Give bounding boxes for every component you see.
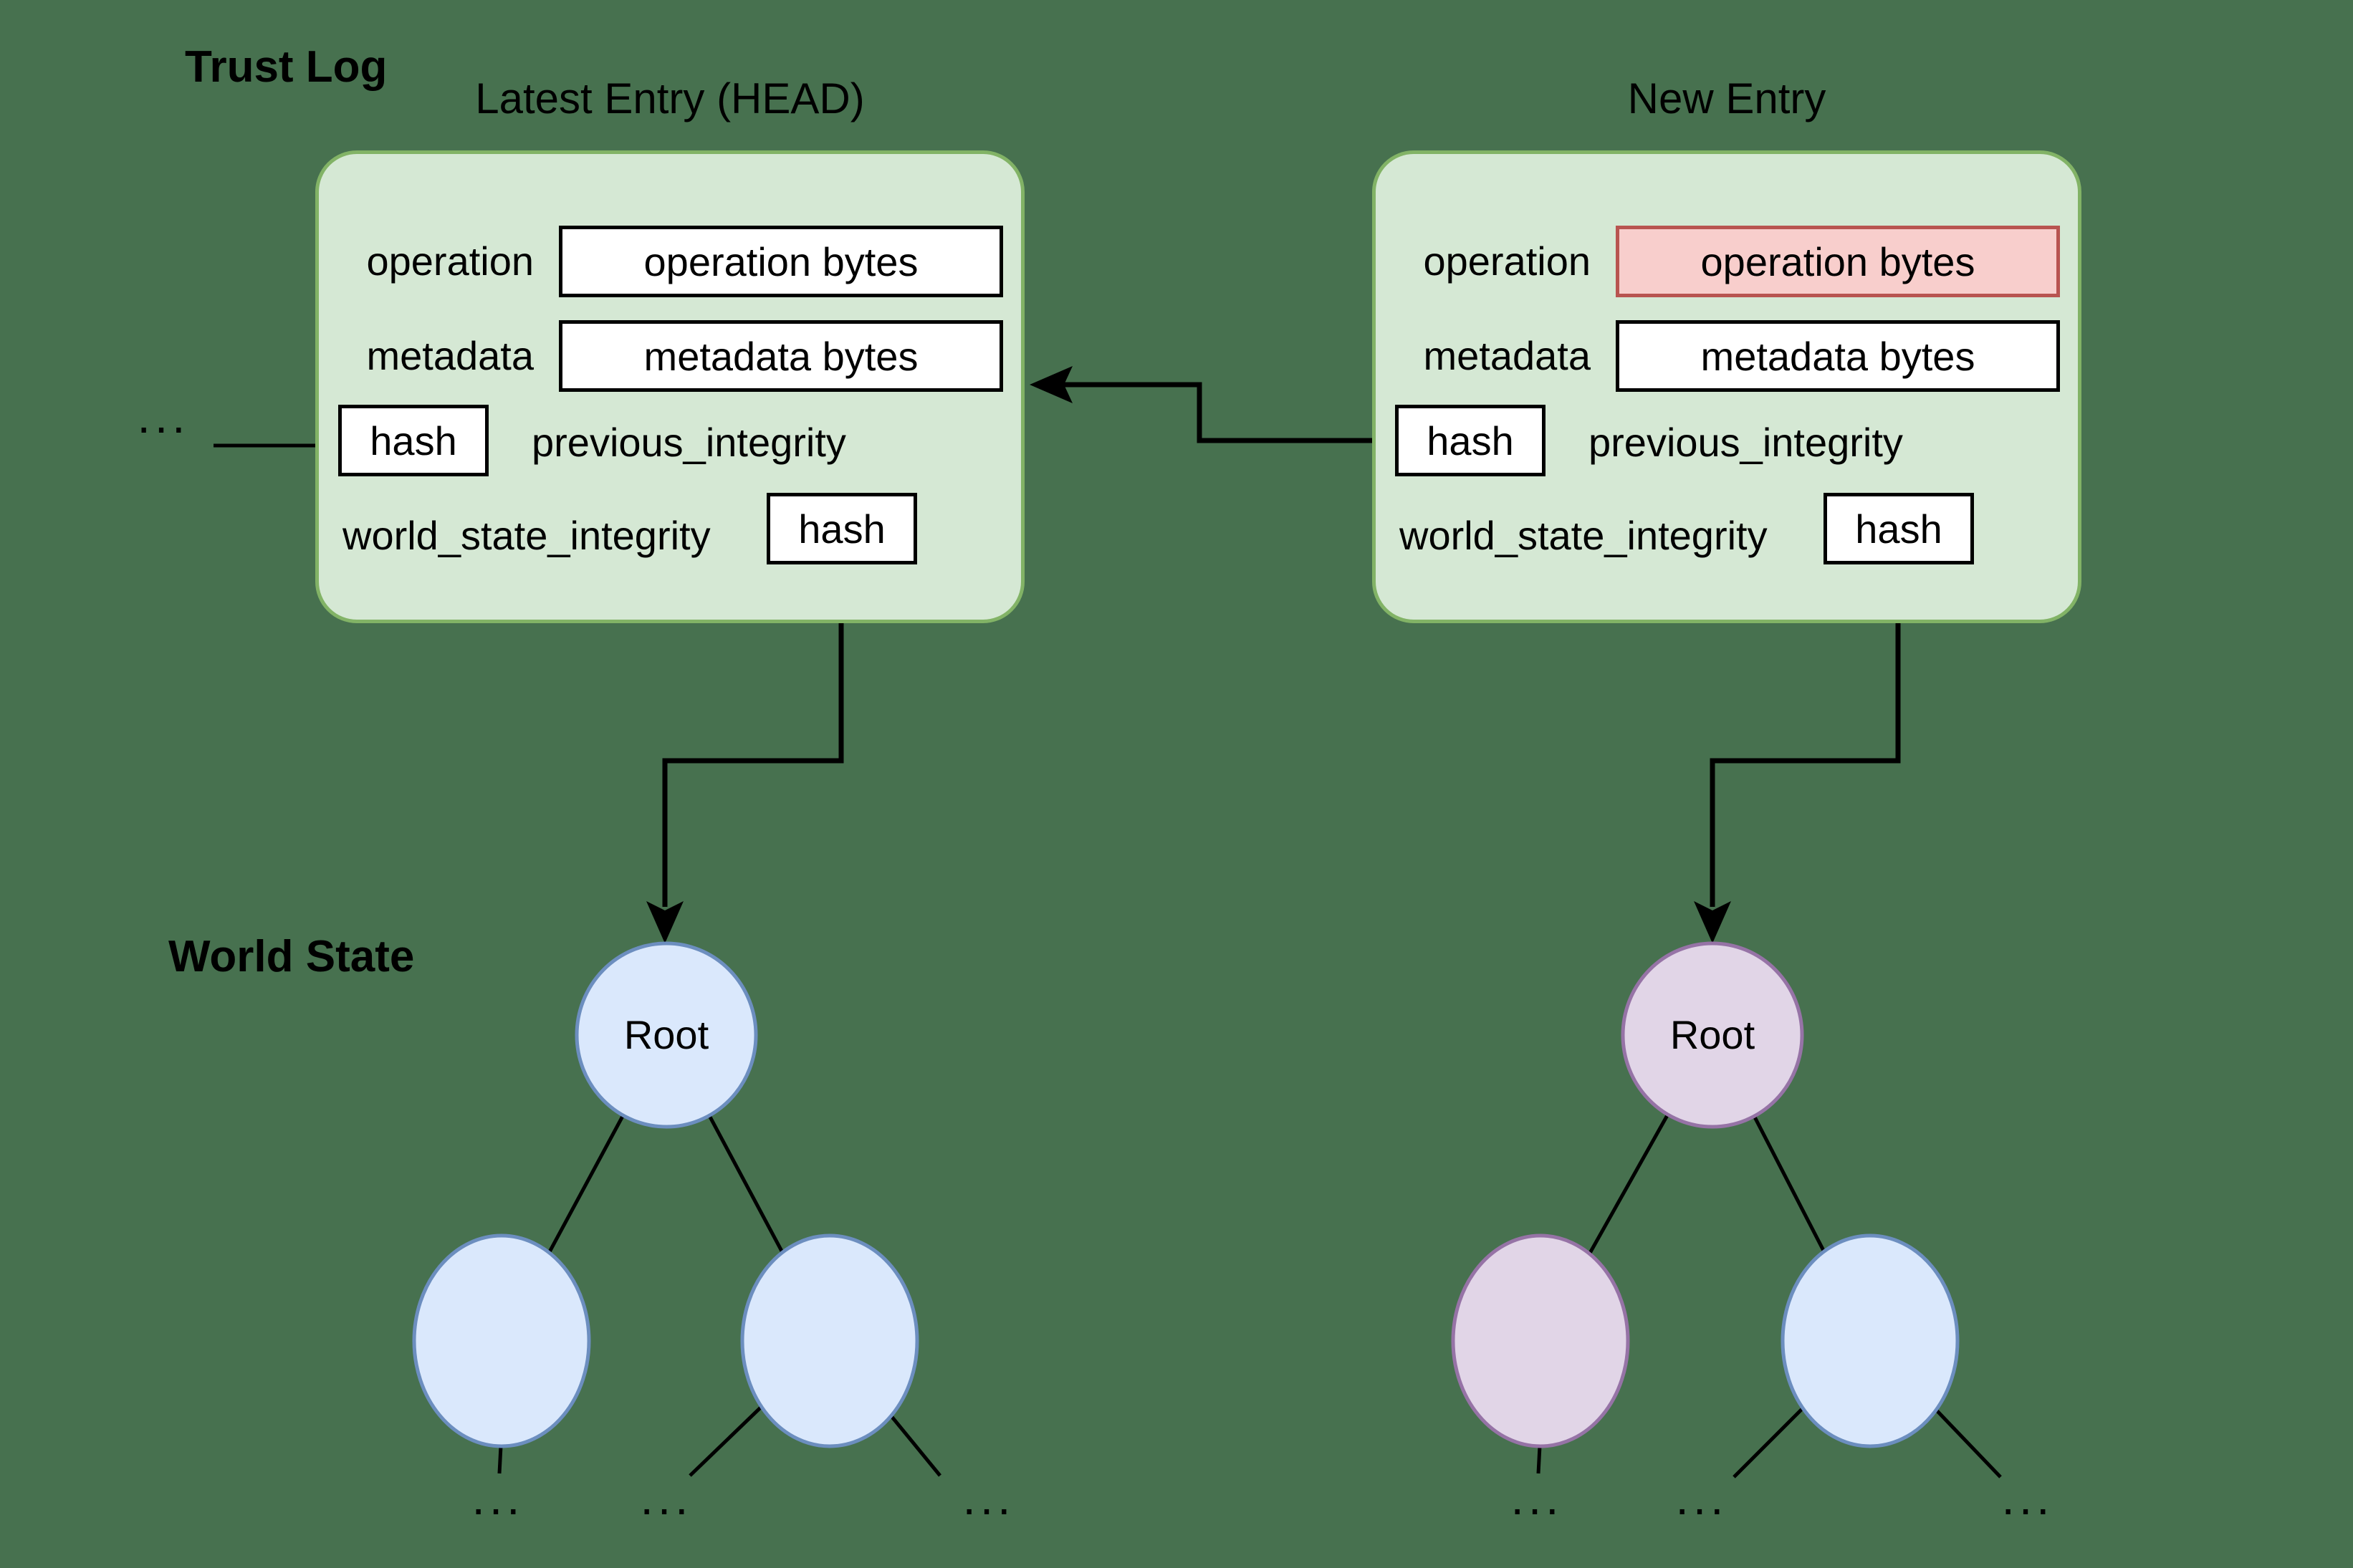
world-state-arrow-right-line <box>1710 566 1901 907</box>
new-operation-bytes-box: operation bytes <box>1616 226 2060 297</box>
trust-log-section-label: Trust Log <box>185 42 388 92</box>
latest-metadata-bytes-box: metadata bytes <box>559 320 1003 392</box>
previous-integrity-arrow-line <box>1060 382 1395 443</box>
previous-integrity-arrowhead <box>1030 366 1073 403</box>
latest-entry-title: Latest Entry (HEAD) <box>475 74 865 122</box>
right-tree-child-right-node <box>1781 1233 1960 1448</box>
left-tree-leaf-ellipsis-3: ... <box>962 1471 1015 1524</box>
right-tree-leaf-ellipsis-2: ... <box>1675 1471 1728 1524</box>
left-tree-child-left-node <box>412 1233 591 1448</box>
new-metadata-label: metadata <box>1423 333 1591 378</box>
left-tree-leaf-ellipsis-1: ... <box>471 1471 524 1524</box>
new-operation-label: operation <box>1423 239 1591 284</box>
new-world-state-hash-box: hash <box>1824 493 1974 564</box>
world-state-arrowhead-right <box>1694 901 1731 943</box>
latest-metadata-label: metadata <box>366 333 535 378</box>
world-state-arrow-left-line <box>662 566 844 907</box>
left-tree-child-right-node <box>740 1233 919 1448</box>
new-entry-title: New Entry <box>1627 74 1826 122</box>
history-ellipsis: ... <box>137 390 190 443</box>
merkle-root-left-node <box>575 941 758 1129</box>
latest-operation-bytes-box: operation bytes <box>559 226 1003 297</box>
right-tree-leaf-ellipsis-1: ... <box>1510 1471 1563 1524</box>
merkle-root-left-label: Root <box>623 1012 709 1057</box>
latest-operation-label: operation <box>366 239 534 284</box>
latest-previous-integrity-label: previous_integrity <box>532 420 846 465</box>
merkle-root-right-node <box>1621 941 1804 1129</box>
world-state-section-label: World State <box>168 932 415 981</box>
merkle-root-right-label: Root <box>1669 1012 1755 1057</box>
new-previous-integrity-label: previous_integrity <box>1588 420 1903 465</box>
left-tree-leaf-ellipsis-2: ... <box>640 1471 693 1524</box>
world-state-arrowhead-left <box>646 901 684 943</box>
latest-previous-hash-box: hash <box>338 405 489 476</box>
new-previous-hash-box: hash <box>1395 405 1545 476</box>
new-metadata-bytes-box: metadata bytes <box>1616 320 2060 392</box>
latest-world-state-hash-box: hash <box>767 493 917 564</box>
right-tree-leaf-ellipsis-3: ... <box>2001 1471 2054 1524</box>
new-world-state-integrity-label: world_state_integrity <box>1399 513 1768 558</box>
right-tree-child-left-node <box>1451 1233 1630 1448</box>
latest-world-state-integrity-label: world_state_integrity <box>342 513 711 558</box>
